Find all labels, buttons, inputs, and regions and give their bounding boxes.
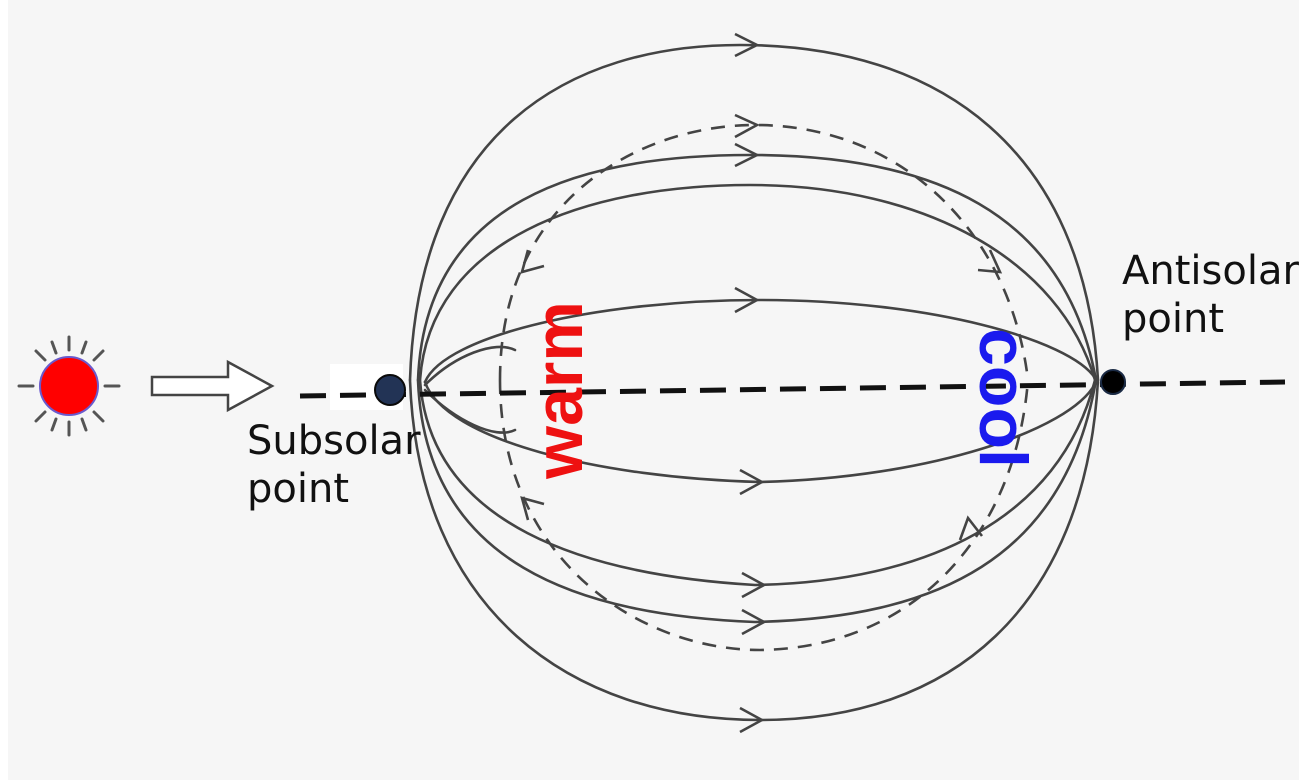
arrow-top-2 xyxy=(734,142,760,168)
warm-label: warm xyxy=(520,301,597,479)
ellipse-flow-top xyxy=(423,298,1097,384)
dashed-arc-top xyxy=(498,123,1030,381)
subsolar-label-line1: Subsolar xyxy=(247,418,421,464)
antisolar-label-line1: Antisolar xyxy=(1122,248,1299,294)
arrow-ellipse-bottom xyxy=(739,468,765,496)
arrow-bottom-3 xyxy=(741,571,767,599)
arrow-bottom-1 xyxy=(739,706,765,734)
arrow-right-upper xyxy=(977,249,1003,274)
arrow-left-upper xyxy=(520,249,545,274)
flow-line-top-2 xyxy=(416,153,1098,382)
flow-line-top-3 xyxy=(418,183,1097,382)
subsolar-label-line2: point xyxy=(247,466,350,512)
antisolar-label-line2: point xyxy=(1122,296,1225,342)
dashed-arc-bottom xyxy=(498,379,1030,652)
small-loop-upper xyxy=(423,345,517,387)
arrow-right-lower xyxy=(958,515,984,541)
flow-line-bottom-3 xyxy=(418,378,1097,587)
arrow-left-lower xyxy=(520,496,545,521)
incoming-arrow-icon xyxy=(150,359,275,413)
arrow-bottom-2 xyxy=(741,608,767,636)
cool-label: cool xyxy=(964,328,1041,468)
flow-arrows xyxy=(520,32,1003,734)
sun-icon xyxy=(17,335,121,437)
flow-line-bottom-2 xyxy=(416,378,1098,624)
arrow-ellipse-top xyxy=(734,286,760,314)
outer-flow-line-top xyxy=(408,43,1100,382)
subsolar-point-label: Subsolar point xyxy=(247,417,421,513)
subsolar-point-marker xyxy=(374,374,406,406)
arrow-dashed-top xyxy=(734,113,760,139)
antisolar-point-label: Antisolar point xyxy=(1122,247,1299,343)
antisolar-point-marker xyxy=(1100,369,1126,395)
small-loop-lower xyxy=(423,388,517,434)
dashed-return-flow xyxy=(498,123,1030,652)
arrow-top-1 xyxy=(734,32,760,58)
